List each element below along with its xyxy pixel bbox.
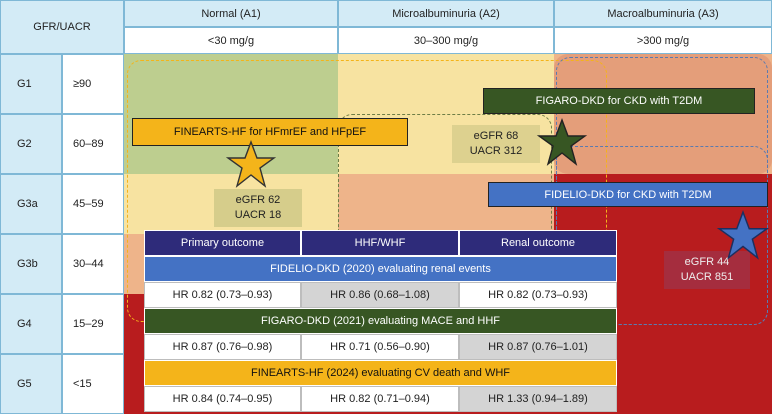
column-range-a2: 30–300 mg/g — [338, 27, 554, 54]
table-cell: HR 1.33 (0.94–1.89) — [459, 386, 617, 412]
row-range-g3a: 45–59 — [62, 174, 124, 234]
figaro-median-box: eGFR 68 UACR 312 — [452, 125, 540, 163]
row-stage-g3b: G3b — [0, 234, 62, 294]
row-range-g2: 60–89 — [62, 114, 124, 174]
finearts-median-uacr: UACR 18 — [234, 209, 282, 221]
table-header-renal: Renal outcome — [459, 230, 617, 256]
overlay-zone — [554, 54, 772, 174]
results-table: Primary outcome HHF/WHF Renal outcome FI… — [144, 230, 617, 412]
table-cell-value: HR 0.84 (0.74–0.95) — [172, 393, 273, 405]
row-range: 30–44 — [73, 258, 104, 270]
finearts-median-egfr: eGFR 62 — [235, 194, 281, 206]
table-header-text: Renal outcome — [501, 237, 575, 249]
column-label: Microalbuminuria (A2) — [392, 7, 500, 20]
table-section-title: FINEARTS-HF (2024) evaluating CV death a… — [250, 367, 510, 379]
row-range: ≥90 — [73, 78, 92, 90]
row-stage: G5 — [17, 378, 32, 390]
fidelio-trial-text: FIDELIO-DKD for CKD with T2DM — [544, 188, 712, 201]
fidelio-median-uacr: UACR 851 — [680, 271, 734, 283]
column-range: >300 mg/g — [636, 34, 690, 47]
table-cell-value: HR 0.87 (0.76–1.01) — [488, 341, 588, 353]
table-header-text: HHF/WHF — [354, 237, 406, 249]
table-header-primary: Primary outcome — [144, 230, 301, 256]
column-range-a3: >300 mg/g — [554, 27, 772, 54]
table-header-hhf: HHF/WHF — [301, 230, 459, 256]
row-stage: G1 — [17, 78, 32, 90]
column-header-a2: Microalbuminuria (A2) — [338, 0, 554, 27]
column-label: Macroalbuminuria (A3) — [607, 7, 719, 20]
fidelio-trial-label: FIDELIO-DKD for CKD with T2DM — [488, 182, 768, 207]
finearts-star-icon — [226, 140, 276, 188]
figaro-star-icon — [536, 118, 588, 166]
table-header-text: Primary outcome — [180, 237, 265, 249]
finearts-trial-text: FINEARTS-HF for HFmrEF and HFpEF — [173, 126, 367, 138]
fidelio-star-icon — [716, 210, 770, 260]
row-range-g5: <15 — [62, 354, 124, 414]
row-range-g4: 15–29 — [62, 294, 124, 354]
row-stage: G3b — [17, 258, 38, 270]
figaro-trial-label: FIGARO-DKD for CKD with T2DM — [483, 88, 755, 114]
table-section-figaro: FIGARO-DKD (2021) evaluating MACE and HH… — [144, 308, 617, 334]
table-cell-value: HR 0.82 (0.73–0.93) — [488, 289, 588, 301]
table-section-fidelio: FIDELIO-DKD (2020) evaluating renal even… — [144, 256, 617, 282]
fidelio-median-egfr: eGFR 44 — [684, 256, 730, 268]
table-cell-value: HR 1.33 (0.94–1.89) — [488, 393, 588, 405]
row-stage-g4: G4 — [0, 294, 62, 354]
table-cell-value: HR 0.82 (0.73–0.93) — [172, 289, 273, 301]
row-stage-g2: G2 — [0, 114, 62, 174]
row-range-g1: ≥90 — [62, 54, 124, 114]
row-range: 15–29 — [73, 318, 104, 330]
row-stage: G2 — [17, 138, 32, 150]
finearts-trial-label: FINEARTS-HF for HFmrEF and HFpEF — [132, 118, 408, 146]
table-cell: HR 0.84 (0.74–0.95) — [144, 386, 301, 412]
corner-label: GFR/UACR — [33, 21, 91, 33]
column-range: <30 mg/g — [207, 34, 255, 47]
table-cell-value: HR 0.82 (0.71–0.94) — [330, 393, 430, 405]
figaro-trial-text: FIGARO-DKD for CKD with T2DM — [535, 95, 703, 107]
risk-cell-low — [124, 54, 338, 174]
table-cell: HR 0.87 (0.76–1.01) — [459, 334, 617, 360]
column-range: 30–300 mg/g — [413, 34, 479, 47]
column-range-a1: <30 mg/g — [124, 27, 338, 54]
row-range: 60–89 — [73, 138, 104, 150]
table-cell: HR 0.82 (0.73–0.93) — [144, 282, 301, 308]
row-stage-g3a: G3a — [0, 174, 62, 234]
table-cell-value: HR 0.71 (0.56–0.90) — [330, 341, 430, 353]
row-range: <15 — [73, 378, 92, 390]
column-header-a1: Normal (A1) — [124, 0, 338, 27]
row-stage-g1: G1 — [0, 54, 62, 114]
column-header-a3: Macroalbuminuria (A3) — [554, 0, 772, 27]
column-label: Normal (A1) — [201, 7, 261, 20]
overlay-zone — [124, 54, 338, 174]
table-section-title: FIDELIO-DKD (2020) evaluating renal even… — [270, 263, 491, 275]
corner-header: GFR/UACR — [0, 0, 124, 54]
row-stage-g5: G5 — [0, 354, 62, 414]
table-cell: HR 0.82 (0.73–0.93) — [459, 282, 617, 308]
row-stage: G4 — [17, 318, 32, 330]
figaro-median-egfr: eGFR 68 — [473, 130, 519, 142]
fidelio-median-box: eGFR 44 UACR 851 — [664, 251, 750, 289]
table-cell-value: HR 0.87 (0.76–0.98) — [172, 341, 273, 353]
finearts-median-box: eGFR 62 UACR 18 — [214, 189, 302, 227]
figaro-median-uacr: UACR 312 — [469, 145, 523, 157]
table-cell: HR 0.87 (0.76–0.98) — [144, 334, 301, 360]
row-range-g3b: 30–44 — [62, 234, 124, 294]
table-section-finearts: FINEARTS-HF (2024) evaluating CV death a… — [144, 360, 617, 386]
table-cell-value: HR 0.86 (0.68–1.08) — [330, 289, 430, 301]
table-cell: HR 0.82 (0.71–0.94) — [301, 386, 459, 412]
table-cell: HR 0.86 (0.68–1.08) — [301, 282, 459, 308]
row-stage: G3a — [17, 198, 38, 210]
table-section-title: FIGARO-DKD (2021) evaluating MACE and HH… — [260, 315, 501, 327]
table-cell: HR 0.71 (0.56–0.90) — [301, 334, 459, 360]
row-range: 45–59 — [73, 198, 104, 210]
